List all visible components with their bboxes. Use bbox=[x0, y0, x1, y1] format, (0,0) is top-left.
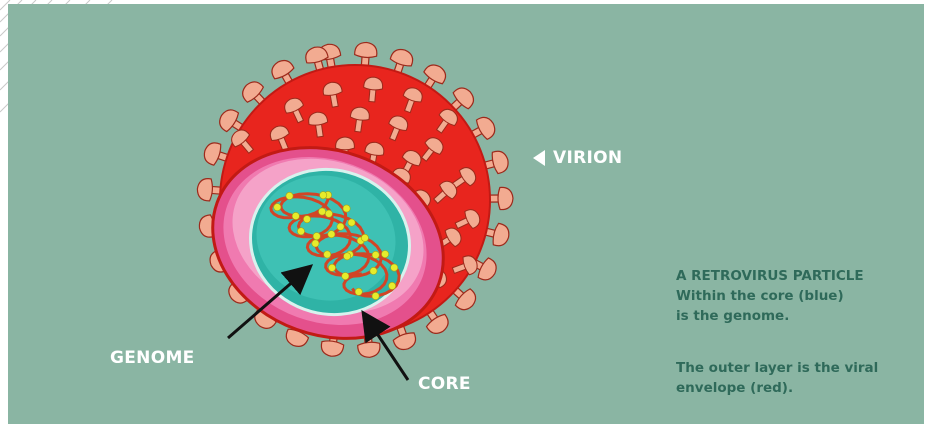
genome-nucleotide-dot bbox=[355, 288, 362, 295]
genome-nucleotide-dot bbox=[342, 273, 349, 280]
genome-nucleotide-dot bbox=[324, 251, 331, 258]
genome-nucleotide-dot bbox=[303, 216, 310, 223]
virion-label-text: VIRION bbox=[553, 148, 622, 168]
caption-line: Within the core (blue) bbox=[676, 286, 864, 306]
genome-nucleotide-dot bbox=[319, 208, 326, 215]
genome-nucleotide-dot bbox=[286, 192, 293, 199]
caption-line: envelope (red). bbox=[676, 378, 878, 398]
genome-nucleotide-dot bbox=[292, 212, 299, 219]
genome-nucleotide-dot bbox=[348, 219, 355, 226]
genome-nucleotide-dot bbox=[391, 264, 398, 271]
genome-nucleotide-dot bbox=[328, 231, 335, 238]
genome-nucleotide-dot bbox=[274, 204, 281, 211]
genome-label: GENOME bbox=[110, 348, 195, 368]
genome-nucleotide-dot bbox=[328, 264, 335, 271]
genome-nucleotide-dot bbox=[312, 240, 319, 247]
genome-nucleotide-dot bbox=[389, 282, 396, 289]
genome-nucleotide-dot bbox=[370, 267, 377, 274]
caption-line: is the genome. bbox=[676, 306, 864, 326]
core-label: CORE bbox=[418, 374, 471, 394]
genome-nucleotide-dot bbox=[320, 192, 327, 199]
genome-nucleotide-dot bbox=[343, 205, 350, 212]
caption-envelope-block: The outer layer is the viral envelope (r… bbox=[676, 358, 878, 398]
genome-nucleotide-dot bbox=[372, 251, 379, 258]
left-triangle-icon bbox=[533, 150, 545, 166]
genome-nucleotide-dot bbox=[313, 233, 320, 240]
caption-title-block: A RETROVIRUS PARTICLE Within the core (b… bbox=[676, 266, 864, 326]
genome-nucleotide-dot bbox=[337, 223, 344, 230]
genome-nucleotide-dot bbox=[361, 234, 368, 241]
virion-label: VIRION bbox=[533, 148, 622, 168]
genome-nucleotide-dot bbox=[372, 292, 379, 299]
genome-nucleotide-dot bbox=[325, 210, 332, 217]
genome-nucleotide-dot bbox=[344, 253, 351, 260]
caption-line: A RETROVIRUS PARTICLE bbox=[676, 266, 864, 286]
genome-nucleotide-dot bbox=[297, 228, 304, 235]
genome-nucleotide-dot bbox=[382, 251, 389, 258]
caption-line: The outer layer is the viral bbox=[676, 358, 878, 378]
